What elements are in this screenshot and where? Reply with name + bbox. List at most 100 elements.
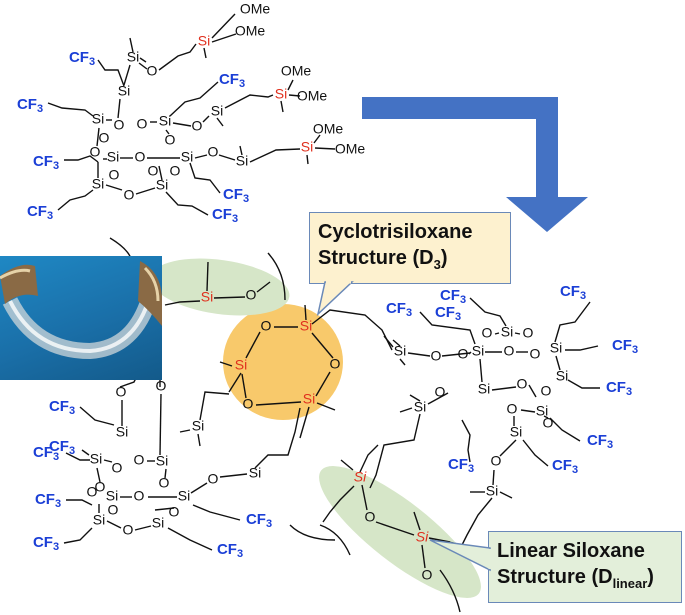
o-atom: O: [170, 163, 181, 179]
o-atom: O: [116, 384, 127, 400]
cf3-group: CF3: [223, 186, 249, 205]
o-atom: O: [147, 63, 158, 79]
o-atom: O: [108, 502, 119, 518]
o-atom: O: [192, 118, 203, 134]
o-atom: O: [87, 484, 98, 500]
cf3-group: CF3: [386, 300, 412, 319]
si-atom: Si: [156, 453, 168, 469]
si-highlight-atom: Si: [201, 289, 213, 305]
si-atom: Si: [486, 483, 498, 499]
si-atom: Si: [127, 49, 139, 65]
o-atom: O: [208, 144, 219, 160]
cf3-group: CF3: [49, 438, 75, 457]
o-atom: O: [99, 130, 110, 146]
o-atom: O: [422, 567, 433, 583]
o-atom: O: [169, 504, 180, 520]
cyclo-close: ): [440, 247, 448, 269]
si-highlight-atom: Si: [354, 469, 367, 485]
cf3-group: CF3: [606, 379, 632, 398]
si-atom: Si: [156, 177, 168, 193]
cf3-group: CF3: [35, 491, 61, 510]
o-atom: O: [435, 384, 446, 400]
si-atom: Si: [478, 381, 490, 397]
o-atom: O: [148, 163, 159, 179]
si-highlight-atom: Si: [235, 357, 247, 373]
si-atom: Si: [118, 83, 130, 99]
cf3-group: CF3: [219, 71, 245, 90]
linear-siloxane-callout: Linear Siloxane Structure (Dlinear): [488, 531, 682, 603]
o-atom: O: [541, 383, 552, 399]
o-atom: O: [243, 396, 254, 412]
si-atom: Si: [92, 176, 104, 192]
si-atom: Si: [92, 111, 104, 127]
ome-group: OMe: [281, 63, 312, 79]
cf3-group: CF3: [33, 534, 59, 553]
si-atom: Si: [249, 465, 261, 481]
o-atom: O: [134, 452, 145, 468]
linear-line1: Linear Siloxane: [497, 540, 645, 562]
d3-highlight: [223, 304, 343, 420]
cf3-group: CF3: [440, 287, 466, 306]
o-atom: O: [491, 453, 502, 469]
si-atom: Si: [236, 153, 248, 169]
si-atom: Si: [211, 103, 223, 119]
o-atom: O: [135, 149, 146, 165]
o-atom: O: [365, 509, 376, 525]
o-atom: O: [482, 325, 493, 341]
si-atom: Si: [472, 343, 484, 359]
cf3-group: CF3: [69, 49, 95, 68]
si-highlight-atom: Si: [301, 139, 313, 155]
o-atom: O: [114, 117, 125, 133]
ome-group: OMe: [235, 23, 266, 39]
o-atom: O: [458, 346, 469, 362]
cyclo-subscript: 3: [433, 257, 441, 272]
o-atom: O: [523, 325, 534, 341]
cyclo-line1: Cyclotrisiloxane: [318, 221, 473, 243]
cf3-group: CF3: [17, 96, 43, 115]
flexible-film-photo: [0, 256, 162, 380]
cf3-group: CF3: [33, 444, 59, 463]
ome-group: OMe: [240, 1, 271, 17]
si-highlight-atom: Si: [198, 33, 210, 49]
si-atom: Si: [414, 399, 426, 415]
si-atom: Si: [550, 340, 562, 356]
ome-group: OMe: [297, 88, 328, 104]
o-atom: O: [109, 167, 120, 183]
cf3-group: CF3: [27, 203, 53, 222]
linear-line2: Structure (Dlinear): [497, 564, 673, 597]
si-atom: Si: [394, 343, 406, 359]
si-atom: Si: [501, 324, 513, 340]
si-atom: Si: [178, 488, 190, 504]
si-highlight-atom: Si: [416, 529, 429, 545]
o-atom: O: [246, 287, 257, 303]
cyclo-line2: Structure (D3): [318, 245, 502, 278]
o-atom: O: [330, 356, 341, 372]
o-atom: O: [517, 376, 528, 392]
o-atom: O: [95, 479, 106, 495]
o-atom: O: [137, 116, 148, 132]
ome-group: OMe: [313, 121, 344, 137]
si-highlight-atom: Si: [303, 391, 315, 407]
o-atom: O: [431, 348, 442, 364]
si-highlight-atom: Si: [300, 318, 312, 334]
cf3-group: CF3: [212, 206, 238, 225]
o-atom: O: [504, 343, 515, 359]
cf3-group: CF3: [612, 337, 638, 356]
cf3-group: CF3: [33, 153, 59, 172]
o-atom: O: [112, 460, 123, 476]
o-atom: O: [159, 475, 170, 491]
cf3-group: CF3: [552, 457, 578, 476]
cyclotrisiloxane-callout: Cyclotrisiloxane Structure (D3): [309, 212, 511, 284]
cf3-group: CF3: [560, 283, 586, 302]
si-atom: Si: [106, 488, 118, 504]
cf3-group: CF3: [448, 456, 474, 475]
si-atom: Si: [556, 368, 568, 384]
ome-group: OMe: [335, 141, 366, 157]
si-atom: Si: [152, 515, 164, 531]
si-atom: Si: [510, 424, 522, 440]
cf3-group: CF3: [246, 511, 272, 530]
o-atom: O: [90, 144, 101, 160]
o-atom: O: [543, 415, 554, 431]
o-atom: O: [530, 346, 541, 362]
